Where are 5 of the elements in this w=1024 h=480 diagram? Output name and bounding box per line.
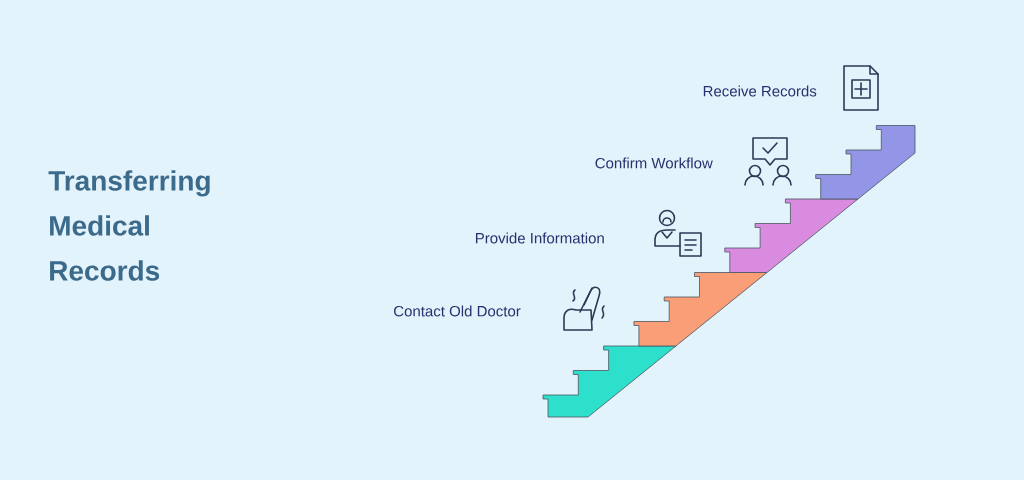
title: Transferring Medical Records bbox=[48, 170, 210, 281]
step-label: Confirm Workflow bbox=[595, 157, 713, 169]
step-label: Receive Records bbox=[703, 85, 817, 97]
step-label: Provide Information bbox=[475, 232, 604, 244]
step-label: Contact Old Doctor bbox=[394, 305, 521, 317]
